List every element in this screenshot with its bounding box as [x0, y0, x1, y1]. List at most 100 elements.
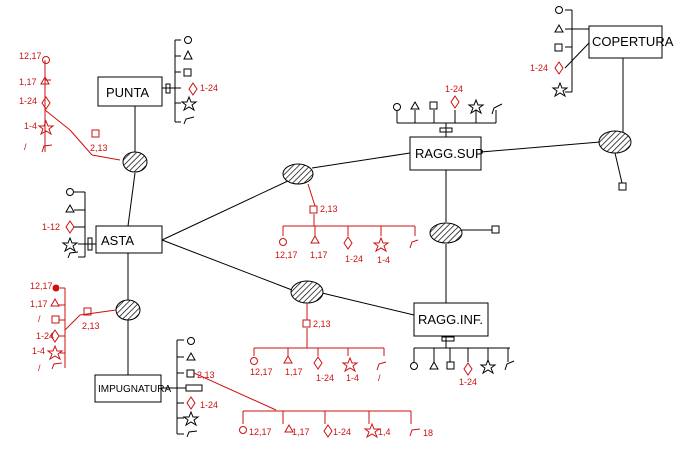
svg-text:1-12: 1-12	[42, 222, 60, 232]
star-icon	[61, 236, 79, 253]
svg-text:1,17: 1,17	[285, 367, 303, 377]
svg-text:1-24: 1-24	[200, 400, 218, 410]
svg-text:/: /	[24, 142, 27, 152]
svg-text:/: /	[38, 314, 41, 324]
circle-icon	[184, 36, 192, 44]
circle-icon	[66, 188, 74, 196]
square-icon	[429, 101, 438, 110]
entity-punta-label: PUNTA	[106, 85, 149, 100]
square-icon	[183, 68, 192, 77]
square-icon	[554, 43, 563, 52]
svg-text:1,17: 1,17	[19, 77, 37, 87]
svg-text:1-4: 1-4	[377, 255, 390, 265]
asta-red-attributes: 12,17 1,17 / 1-24 1-4 / 2,13	[30, 281, 117, 373]
copertura-attributes: 1-24	[530, 6, 590, 98]
svg-text:2,13: 2,13	[82, 321, 100, 331]
svg-text:1-24: 1-24	[345, 254, 363, 264]
relationship-ragg-sup-copertura[interactable]	[598, 130, 632, 154]
svg-text:1-24: 1-24	[316, 373, 334, 383]
relationship-ragg-sup-ragg-inf[interactable]	[429, 222, 463, 244]
circle-icon	[555, 6, 563, 14]
svg-text:1-24: 1-24	[36, 331, 54, 341]
svg-text:1-24: 1-24	[333, 427, 351, 437]
ragg-sup-attributes: 1-24	[393, 84, 503, 137]
connection-lines	[127, 58, 624, 375]
svg-text:2,13: 2,13	[197, 370, 215, 380]
svg-text:1-4: 1-4	[24, 121, 37, 131]
triangle-icon	[429, 360, 439, 370]
star-icon	[551, 81, 569, 98]
entity-ragg-inf[interactable]: RAGG.INF.	[413, 302, 489, 337]
connector-icon	[439, 127, 453, 133]
connector-icon	[87, 237, 93, 251]
circle-icon	[410, 362, 418, 370]
svg-text:12,17: 12,17	[249, 427, 272, 437]
svg-text:12,17: 12,17	[19, 51, 42, 61]
square-icon	[186, 369, 195, 378]
svg-text:1,17: 1,17	[310, 250, 328, 260]
diamond-icon	[450, 95, 460, 109]
entity-asta-label: ASTA	[101, 233, 134, 248]
ragg-inf-attributes: 1-24	[410, 336, 515, 387]
entity-ragg-sup[interactable]: RAGG.SUP	[409, 136, 484, 171]
star-icon	[182, 410, 200, 427]
relationship-asta-impugnatura[interactable]	[115, 299, 141, 321]
entity-impugnatura[interactable]: IMPUGNATURA	[94, 374, 171, 403]
diamond-icon	[188, 82, 198, 96]
connector-icon	[441, 336, 455, 342]
open-line-icon	[183, 116, 195, 125]
open-line-icon	[491, 103, 503, 115]
triangle-icon	[65, 203, 75, 213]
triangle-icon	[410, 100, 420, 110]
square-icon	[618, 182, 627, 191]
svg-text:1-24: 1-24	[19, 96, 37, 106]
asta-ragg-inf-red-bracket: 2,13 12,17 1,17 1-24 1-4 /	[250, 303, 387, 383]
svg-text:12,17: 12,17	[30, 281, 53, 291]
svg-text:12,17: 12,17	[250, 367, 273, 377]
star-icon	[467, 98, 485, 115]
svg-text:1-4: 1-4	[346, 373, 359, 383]
diamond-icon	[554, 61, 564, 75]
relationship-punta-asta[interactable]	[122, 151, 148, 173]
svg-text:2,13: 2,13	[313, 319, 331, 329]
triangle-icon	[554, 23, 564, 33]
connector-icon	[165, 83, 171, 94]
circle-icon	[187, 337, 195, 345]
open-line-icon	[186, 430, 198, 438]
square-icon	[491, 225, 500, 234]
punta-diamond-label: 1-24	[200, 83, 218, 93]
svg-text:18: 18	[423, 428, 433, 438]
diamond-icon	[463, 362, 473, 376]
entity-copertura-label: COPERTURA	[592, 34, 674, 49]
entity-punta[interactable]: PUNTA	[97, 76, 163, 107]
entity-impugnatura-label: IMPUGNATURA	[98, 384, 171, 395]
asta-ragg-sup-red-bracket: 2,13 12,17 1,17 1-24 1-4	[275, 183, 419, 265]
svg-text:2,13: 2,13	[320, 204, 338, 214]
triangle-icon	[183, 49, 193, 60]
square-icon	[446, 361, 455, 370]
relationship-asta-ragg-inf[interactable]	[290, 280, 324, 304]
asta-attributes: 1-12	[42, 188, 96, 259]
svg-text:1,17: 1,17	[30, 299, 48, 309]
star-icon	[180, 95, 198, 112]
svg-text:1-24: 1-24	[445, 84, 463, 94]
entity-asta[interactable]: ASTA	[95, 225, 163, 254]
impugnatura-attributes: 1-24 2,13	[161, 337, 277, 438]
svg-text:1,4: 1,4	[378, 427, 391, 437]
diamond-icon	[65, 220, 75, 234]
svg-text:1-24: 1-24	[530, 63, 548, 73]
open-line-icon	[67, 251, 79, 259]
star-icon	[479, 358, 497, 375]
entity-ragg-sup-label: RAGG.SUP	[415, 146, 484, 161]
circle-icon	[393, 103, 401, 111]
relationship-asta-ragg-sup[interactable]	[282, 163, 314, 185]
svg-text:12,17: 12,17	[275, 250, 298, 260]
connector-icon	[185, 384, 203, 392]
open-line-icon	[504, 360, 515, 371]
impugnatura-red-bracket: 12,17 1,17 1-24 1,4 18	[239, 410, 433, 439]
svg-text:1,17: 1,17	[292, 427, 310, 437]
punta-red-attributes: 12,17 1,17 1-24 1-4 / 2,13	[19, 51, 121, 161]
entity-copertura[interactable]: COPERTURA	[588, 25, 674, 59]
svg-text:2,13: 2,13	[90, 143, 108, 153]
